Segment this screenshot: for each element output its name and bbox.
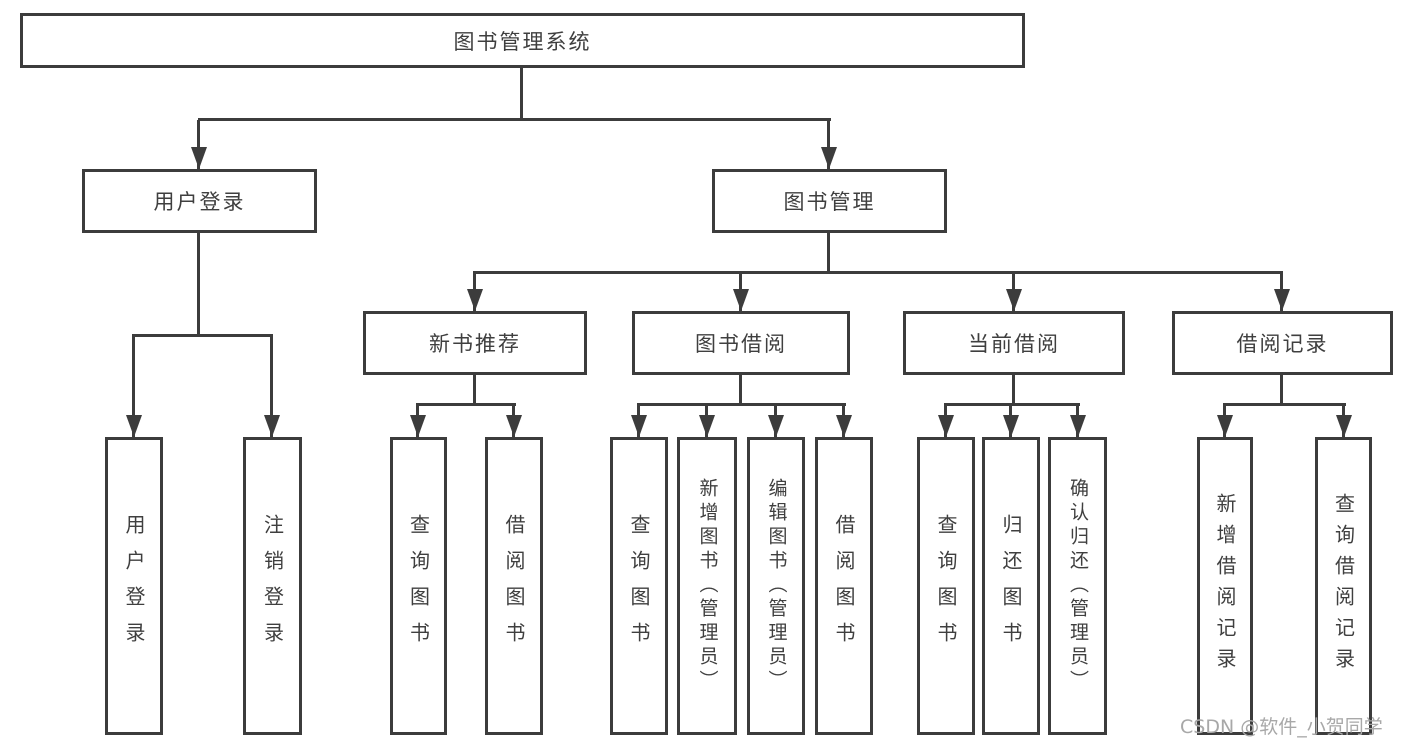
node-bookborrow-edit-books-admin-label: 编辑图书（管理员） [765, 478, 788, 694]
node-newbooks-borrow-books: 借阅图书 [485, 437, 543, 735]
node-login-leaf: 用户登录 [105, 437, 163, 735]
node-root-label: 图书管理系统 [453, 29, 592, 54]
connector-book-management-branch [473, 271, 1283, 274]
node-new-book-recommend: 新书推荐 [363, 311, 587, 375]
node-currentborrow-confirm-return-admin: 确认归还（管理员） [1048, 437, 1107, 735]
connector-book-borrow-stub [739, 375, 742, 405]
connector-root-stub [520, 68, 523, 120]
node-newbooks-query-books: 查询图书 [390, 437, 447, 735]
arrow-down-icon [821, 147, 837, 169]
arrow-down-icon [410, 415, 426, 437]
watermark: CSDN @软件_小贺同学 [1180, 716, 1383, 738]
arrow-down-icon [467, 289, 483, 311]
node-bookborrow-edit-books-admin: 编辑图书（管理员） [747, 437, 805, 735]
arrow-down-icon [938, 415, 954, 437]
node-current-borrow: 当前借阅 [903, 311, 1125, 375]
node-bookborrow-query-books-label: 查询图书 [627, 514, 651, 658]
arrow-down-icon [506, 415, 522, 437]
connector-new-books-branch [416, 403, 516, 406]
node-newbooks-query-books-label: 查询图书 [406, 514, 431, 658]
node-currentborrow-query-books-label: 查询图书 [934, 514, 958, 658]
node-new-book-recommend-label: 新书推荐 [429, 332, 521, 356]
node-records-add-record: 新增借阅记录 [1197, 437, 1253, 735]
node-bookborrow-borrow-books: 借阅图书 [815, 437, 873, 735]
node-bookborrow-add-books-admin-label: 新增图书（管理员） [696, 478, 719, 694]
node-currentborrow-return-books: 归还图书 [982, 437, 1040, 735]
arrow-down-icon [1006, 289, 1022, 311]
connector-root-to-book-management [827, 120, 830, 169]
connector-book-borrow-branch [637, 403, 846, 406]
arrow-down-icon [733, 289, 749, 311]
node-records-query-record-label: 查询借阅记录 [1331, 493, 1356, 679]
arrow-down-icon [699, 415, 715, 437]
arrow-down-icon [1274, 289, 1290, 311]
node-current-borrow-label: 当前借阅 [968, 332, 1060, 356]
node-records-query-record: 查询借阅记录 [1315, 437, 1372, 735]
connector-current-borrow-branch [944, 403, 1080, 406]
node-login-leaf-label: 用户登录 [122, 514, 146, 658]
node-borrow-records: 借阅记录 [1172, 311, 1393, 375]
connector-to-logout-leaf [270, 336, 273, 437]
node-logout-leaf-label: 注销登录 [260, 514, 285, 658]
node-book-borrow: 图书借阅 [632, 311, 850, 375]
node-bookborrow-borrow-books-label: 借阅图书 [832, 514, 856, 658]
node-newbooks-borrow-books-label: 借阅图书 [502, 514, 526, 658]
connector-root-branch [198, 118, 831, 121]
node-currentborrow-confirm-return-admin-label: 确认归还（管理员） [1067, 478, 1089, 694]
node-logout-leaf: 注销登录 [243, 437, 302, 735]
node-records-add-record-label: 新增借阅记录 [1213, 493, 1237, 679]
connector-borrow-records-stub [1280, 375, 1283, 405]
arrow-down-icon [264, 415, 280, 437]
arrow-down-icon [631, 415, 647, 437]
node-bookborrow-add-books-admin: 新增图书（管理员） [677, 437, 737, 735]
node-borrow-records-label: 借阅记录 [1236, 332, 1329, 356]
node-currentborrow-return-books-label: 归还图书 [999, 514, 1023, 658]
connector-to-login-leaf [132, 336, 135, 437]
node-user-login-label: 用户登录 [153, 190, 246, 214]
arrow-down-icon [768, 415, 784, 437]
arrow-down-icon [1070, 415, 1086, 437]
arrow-down-icon [1336, 415, 1352, 437]
connector-book-management-stub [827, 233, 830, 273]
node-user-login: 用户登录 [82, 169, 317, 233]
connector-current-borrow-stub [1012, 375, 1015, 405]
arrow-down-icon [191, 147, 207, 169]
arrow-down-icon [1003, 415, 1019, 437]
node-bookborrow-query-books: 查询图书 [610, 437, 668, 735]
connector-borrow-records-branch [1223, 403, 1346, 406]
arrow-down-icon [1217, 415, 1233, 437]
node-root: 图书管理系统 [20, 13, 1025, 68]
connector-user-login-branch [132, 334, 273, 337]
connector-new-books-stub [473, 375, 476, 405]
node-book-borrow-label: 图书借阅 [695, 332, 787, 356]
node-currentborrow-query-books: 查询图书 [917, 437, 975, 735]
arrow-down-icon [836, 415, 852, 437]
node-book-management-label: 图书管理 [783, 190, 876, 214]
node-book-management: 图书管理 [712, 169, 947, 233]
connector-root-to-user-login [197, 120, 200, 169]
arrow-down-icon [126, 415, 142, 437]
connector-user-login-stub [197, 233, 200, 336]
